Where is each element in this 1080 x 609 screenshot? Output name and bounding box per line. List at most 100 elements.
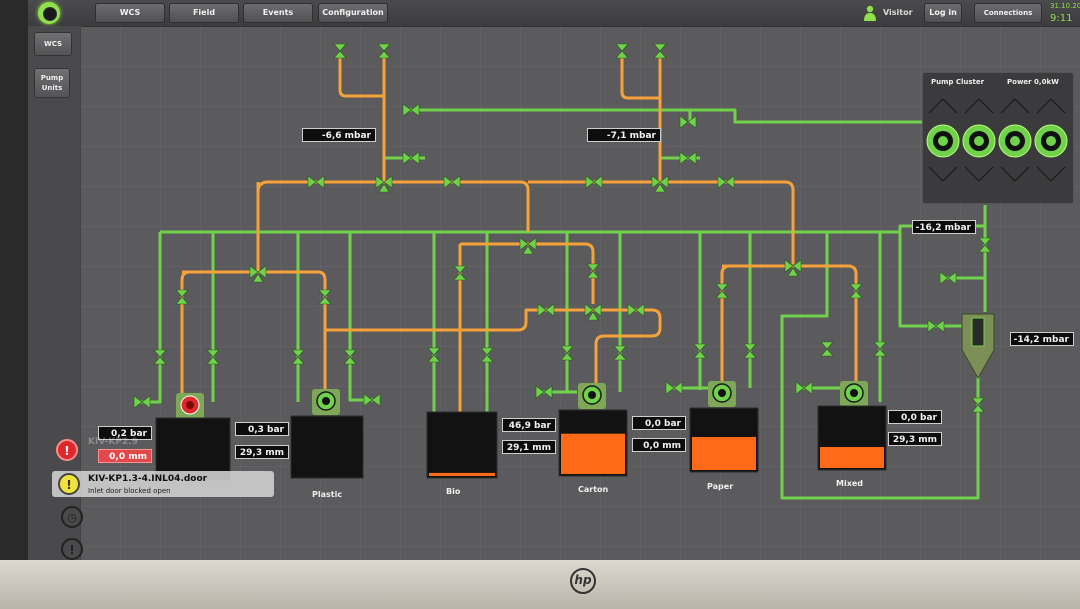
nav-field-button[interactable]: Field (169, 3, 239, 23)
pump-cluster-title: Pump Cluster (931, 78, 985, 86)
valve-icon (307, 175, 325, 189)
background-alarm-text: KIV-KP2.9 (88, 437, 138, 447)
valve-icon (743, 343, 757, 359)
tank-body[interactable] (155, 417, 231, 481)
valve-icon (971, 397, 985, 413)
valve-icon (939, 271, 957, 285)
alarm-title: KIV-KP1.3-4.INL04.door (88, 474, 208, 484)
tank-carton-pressure: 0,0 bar (632, 416, 686, 430)
pump-cluster-power: Power 0,0kW (1007, 78, 1059, 86)
tank-inlet-units (176, 381, 868, 419)
header-left-pressure: -6,6 mbar (302, 128, 376, 142)
monitor-brand-logo: hp (570, 568, 596, 594)
tank-fill (561, 433, 625, 474)
valve-icon (717, 175, 735, 189)
three-way-valve-icon (249, 265, 267, 283)
valve-icon (820, 341, 834, 357)
tank-plastic-label: Plastic (312, 490, 343, 499)
user-name: Visitor (883, 8, 913, 17)
valve-icon (206, 349, 220, 365)
valves (133, 43, 992, 413)
valve-icon (535, 385, 553, 399)
separator-pressure: -14,2 mbar (1010, 332, 1074, 346)
clock-history-icon[interactable]: ◷ (61, 506, 83, 528)
header-right-pressure: -7,1 mbar (587, 128, 661, 142)
valve-icon (133, 395, 151, 409)
nav-events-button[interactable]: Events (243, 3, 313, 23)
valve-icon (585, 175, 603, 189)
three-way-valve-icon (784, 259, 802, 277)
valve-icon (480, 347, 494, 363)
tank-plastic-level: 29,3 mm (235, 445, 289, 459)
sidebar-pump-units-button[interactable]: Pump Units (34, 68, 70, 98)
valve-icon (679, 115, 697, 129)
pump-cluster-graphic (926, 98, 1068, 182)
valve-icon (443, 175, 461, 189)
pump-cluster-panel[interactable]: Pump Cluster Power 0,0kW (922, 72, 1074, 204)
valve-icon (343, 349, 357, 365)
valve-icon (849, 283, 863, 299)
time-display: 9:11 (1050, 13, 1073, 24)
valve-icon (402, 151, 420, 165)
valve-icon (613, 345, 627, 361)
valve-icon (453, 265, 467, 281)
valve-icon (679, 151, 697, 165)
tank-body[interactable] (290, 415, 364, 479)
tanks (155, 405, 887, 481)
tank-mixed-pressure: 0,0 bar (888, 410, 942, 424)
valve-icon (537, 303, 555, 317)
pump-icons (926, 124, 1068, 158)
top-bar: WCS Field Events Configuration Visitor L… (28, 0, 1080, 27)
nav-configuration-button[interactable]: Configuration (318, 3, 388, 23)
tank-mixed-label: Mixed (836, 479, 864, 488)
valve-icon (402, 103, 420, 117)
valve-icon (291, 349, 305, 365)
separator-vessel (961, 313, 995, 380)
sidebar-wcs-button[interactable]: WCS (34, 32, 72, 56)
valve-icon (586, 263, 600, 279)
tank-carton-label: Carton (578, 485, 609, 494)
valve-icon (653, 43, 667, 59)
valve-icon (377, 43, 391, 59)
tank-bio-level: 29,1 mm (502, 440, 556, 454)
info-alert-icon[interactable]: ! (61, 538, 83, 560)
login-button[interactable]: Log in (924, 3, 962, 23)
tank-body[interactable] (426, 411, 498, 479)
three-way-valve-icon (584, 303, 602, 321)
connections-button[interactable]: Connections (974, 3, 1042, 23)
tank-fill (820, 447, 884, 468)
sidebar-pump-label: Pump (40, 74, 64, 82)
tank-plastic-pressure: 0,3 bar (235, 422, 289, 436)
three-way-valve-icon (651, 175, 669, 193)
three-way-valve-icon (519, 237, 537, 255)
three-way-valve-icon (375, 175, 393, 193)
warning-icon[interactable]: ! (58, 473, 80, 495)
date-display: 31.10.20 (1050, 2, 1080, 10)
valve-icon (873, 341, 887, 357)
tank-paper-label: Paper (707, 482, 734, 491)
nav-wcs-button[interactable]: WCS (95, 3, 165, 23)
valve-icon (927, 319, 945, 333)
tank-bio-label: Bio (446, 487, 461, 496)
tank-fill (429, 472, 495, 476)
tank-residual-pressure: 0,2 bar (98, 426, 152, 440)
valve-icon (795, 381, 813, 395)
valve-icon (715, 283, 729, 299)
sidebar-units-label: Units (41, 84, 63, 92)
alarm-subtitle: Inlet door blocked open (88, 487, 171, 495)
tank-fill (692, 437, 756, 470)
valve-icon (665, 381, 683, 395)
person-icon (864, 5, 876, 21)
valve-icon (333, 43, 347, 59)
valve-icon (693, 343, 707, 359)
valve-icon (153, 349, 167, 365)
alarm-red-icon[interactable]: ! (56, 439, 78, 461)
tank-bio-pressure: 46,9 bar (502, 418, 556, 432)
pipe-diagram (133, 43, 995, 500)
valve-icon (318, 289, 332, 305)
valve-icon (615, 43, 629, 59)
cluster-line-pressure: -16,2 mbar (912, 220, 976, 234)
valve-icon (175, 289, 189, 305)
app-logo-icon[interactable] (38, 2, 60, 24)
alarm-notification[interactable] (52, 471, 274, 497)
